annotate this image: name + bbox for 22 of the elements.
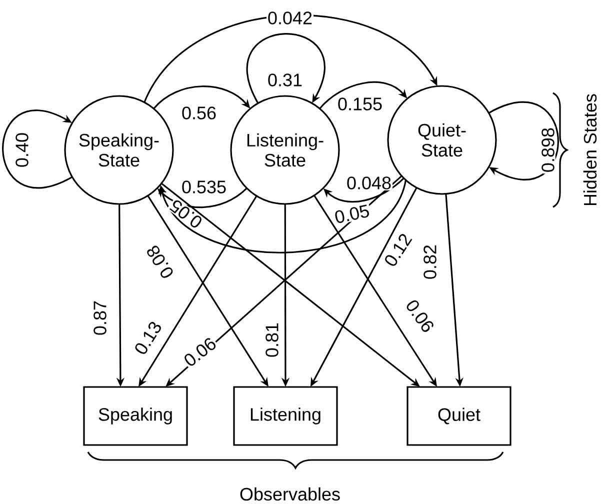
edge-label: 0.82	[422, 243, 438, 281]
edge-label: 0.40	[14, 131, 30, 169]
edge-label: 0.56	[180, 106, 218, 120]
edge-label: 0.048	[345, 176, 393, 190]
edge-label: 0.05	[166, 196, 206, 232]
arrow	[2, 110, 72, 188]
edge-label: 0.898	[540, 126, 556, 174]
edge-label: 0.31	[266, 72, 304, 88]
arrow	[488, 102, 559, 180]
group-label: Observables	[240, 487, 340, 501]
edge-label: 0.87	[92, 299, 108, 337]
observation-box: Speaking	[83, 386, 188, 446]
edge-label: 0.06	[180, 334, 220, 370]
observation-box: Listening	[233, 386, 338, 446]
group-label: Hidden States	[583, 94, 597, 206]
arrow	[158, 180, 406, 254]
edge-label: 0.042	[266, 10, 314, 26]
observation-box: Quiet	[406, 386, 512, 446]
edge-label: 0.81	[264, 321, 280, 359]
edge-label: 0.05	[332, 202, 372, 226]
arrow	[246, 33, 326, 104]
edge-label: 0.535	[180, 180, 228, 194]
